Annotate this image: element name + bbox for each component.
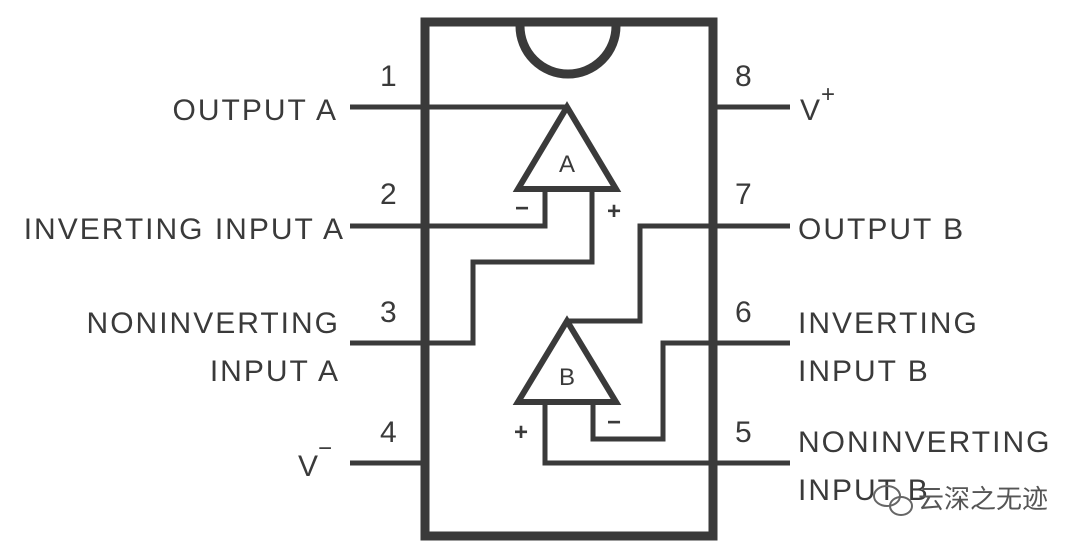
pin-6-label-line1: INVERTING <box>798 307 979 340</box>
pin-6-label-line2: INPUT B <box>798 355 930 388</box>
pin-5-label-line2: INPUT B <box>798 474 930 507</box>
pin-6: 6 INVERTING INPUT B <box>713 296 979 388</box>
pin-3: 3 NONINVERTING INPUT A <box>87 296 425 388</box>
pin-1-label: OUTPUT A <box>173 94 338 127</box>
pin-2-label: INVERTING INPUT A <box>24 213 345 246</box>
amplifier-a-plus: + <box>607 198 621 225</box>
pin-3-label-line1: NONINVERTING <box>87 307 340 340</box>
pin-1-number: 1 <box>380 60 397 93</box>
pin-4-label-sup: − <box>318 435 332 462</box>
pin-6-number: 6 <box>735 296 752 329</box>
ic-package-body <box>420 17 718 541</box>
watermark-text: 云深之无迹 <box>918 485 1048 515</box>
watermark: 云深之无迹 <box>873 485 1048 516</box>
pin-8-number: 8 <box>735 60 752 93</box>
wire-noninverting-input-b <box>542 402 713 466</box>
wire-noninverting-input-a <box>425 189 595 346</box>
pin-7-number: 7 <box>735 178 752 211</box>
amplifier-a: A − + <box>512 101 622 225</box>
pin-5: 5 NONINVERTING INPUT B <box>713 416 1051 507</box>
pin-5-label-line1: NONINVERTING <box>798 426 1051 459</box>
wire-inverting-input-b <box>590 340 713 442</box>
pin-7-label: OUTPUT B <box>798 213 965 246</box>
pin-3-label-line2: INPUT A <box>210 355 340 388</box>
pin-5-number: 5 <box>735 416 752 449</box>
chat-bubble-icon <box>873 485 913 516</box>
amplifier-a-triangle <box>512 101 622 192</box>
wire-inverting-input-a <box>425 189 548 229</box>
pin-4-number: 4 <box>380 416 397 449</box>
pin-8-label-sup: + <box>821 81 835 108</box>
pin-4: 4 V − <box>298 416 425 483</box>
amplifier-b-triangle <box>512 315 622 405</box>
amplifier-b-plus: + <box>514 419 528 446</box>
internal-wiring <box>425 104 713 466</box>
amplifier-b-minus: − <box>607 409 621 436</box>
pin-8-label: V <box>800 94 822 127</box>
pin-4-label: V <box>298 450 320 483</box>
pin-8: 8 V + <box>713 60 835 127</box>
amplifier-a-minus: − <box>515 195 529 222</box>
amplifier-b-name: B <box>559 364 575 391</box>
orientation-notch <box>515 25 621 79</box>
pin-1: 1 OUTPUT A <box>173 60 425 127</box>
wire-output-b <box>567 223 713 324</box>
amplifier-b: B + − <box>512 315 622 446</box>
amplifier-a-name: A <box>559 151 575 178</box>
pin-2: 2 INVERTING INPUT A <box>24 178 425 246</box>
pin-7: 7 OUTPUT B <box>713 178 965 246</box>
pin-3-number: 3 <box>380 296 397 329</box>
pin-2-number: 2 <box>380 178 397 211</box>
